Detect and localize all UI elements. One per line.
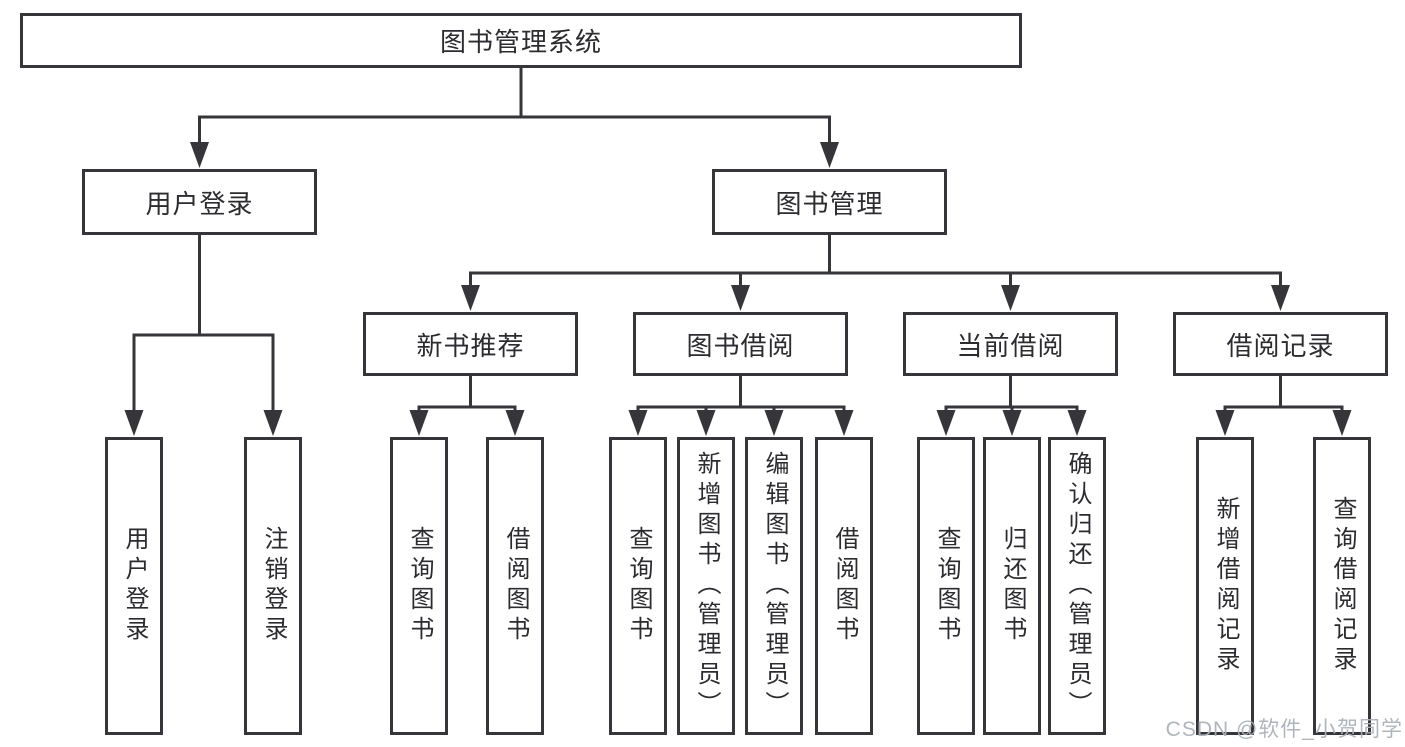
node-label-add-books-admin: 新增图书（管理员） [693, 451, 720, 721]
connector-arrowhead-new-book-recommend [461, 285, 480, 311]
connector-arrowhead-edit-books-admin [764, 410, 784, 436]
node-query-borrow-record: 查询借阅记录 [1313, 437, 1371, 735]
node-current-borrowing: 当前借阅 [903, 312, 1118, 376]
csdn-watermark: CSDN @软件_小贺同学 [1165, 718, 1403, 741]
node-return-books: 归还图书 [983, 437, 1041, 735]
node-label-logout-leaf: 注销登录 [260, 526, 287, 646]
node-label-user-login-leaf: 用户登录 [121, 526, 148, 646]
node-logout-leaf: 注销登录 [244, 437, 302, 735]
node-new-book-recommend: 新书推荐 [363, 312, 578, 376]
connector-arrowhead-query-books-borrowing [628, 410, 648, 436]
node-label-borrow-books-recommend: 借阅图书 [502, 526, 529, 646]
node-book-borrowing: 图书借阅 [633, 312, 848, 376]
node-label-query-books-current: 查询图书 [933, 526, 960, 646]
node-add-books-admin: 新增图书（管理员） [677, 437, 735, 735]
connector-arrowhead-book-borrowing [731, 285, 750, 311]
node-label-new-book-recommend: 新书推荐 [416, 330, 525, 361]
node-label-borrow-books-borrowing: 借阅图书 [831, 526, 858, 646]
node-label-borrowing-records: 借阅记录 [1226, 330, 1335, 361]
node-query-books-borrowing: 查询图书 [609, 437, 667, 735]
node-user-login: 用户登录 [82, 169, 317, 235]
node-label-return-books: 归还图书 [999, 526, 1026, 646]
node-label-add-borrow-record: 新增借阅记录 [1212, 496, 1239, 676]
node-label-query-borrow-record: 查询借阅记录 [1329, 496, 1356, 676]
node-label-book-borrowing: 图书借阅 [686, 330, 795, 361]
node-label-current-borrowing: 当前借阅 [956, 330, 1065, 361]
node-user-login-leaf: 用户登录 [105, 437, 163, 735]
node-query-books-recommend: 查询图书 [390, 437, 448, 735]
connector-arrowhead-logout-leaf [263, 410, 283, 436]
node-borrow-books-borrowing: 借阅图书 [815, 437, 873, 735]
connector-arrowhead-borrow-books-recommend [505, 410, 525, 436]
connector-arrowhead-query-books-recommend [409, 410, 429, 436]
connector-arrowhead-borrow-books-borrowing [834, 410, 854, 436]
node-edit-books-admin: 编辑图书（管理员） [745, 437, 803, 735]
node-label-book-management: 图书管理 [775, 188, 884, 219]
node-label-system-root: 图书管理系统 [439, 27, 602, 57]
node-label-query-books-recommend: 查询图书 [406, 526, 433, 646]
node-borrow-books-recommend: 借阅图书 [486, 437, 544, 735]
node-label-query-books-borrowing: 查询图书 [625, 526, 652, 646]
node-book-management: 图书管理 [712, 169, 947, 235]
connector-arrowhead-add-borrow-record [1215, 410, 1235, 436]
node-add-borrow-record: 新增借阅记录 [1196, 437, 1254, 735]
connector-arrowhead-user-login-leaf [124, 410, 144, 436]
node-system-root: 图书管理系统 [20, 13, 1022, 68]
node-label-user-login: 用户登录 [145, 188, 254, 219]
connector-arrowhead-book-management [820, 142, 839, 168]
connector-arrowhead-query-borrow-record [1332, 410, 1352, 436]
connector-arrowhead-return-books [1002, 410, 1022, 436]
node-label-edit-books-admin: 编辑图书（管理员） [761, 451, 788, 721]
connector-arrowhead-confirm-return-admin [1067, 410, 1087, 436]
connector-arrowhead-user-login [190, 142, 209, 168]
connector-arrowhead-borrowing-records [1271, 285, 1290, 311]
node-label-confirm-return-admin: 确认归还（管理员） [1064, 451, 1091, 721]
connector-arrowhead-add-books-admin [696, 410, 716, 436]
connector-arrowhead-current-borrowing [1001, 285, 1020, 311]
node-confirm-return-admin: 确认归还（管理员） [1048, 437, 1106, 735]
connector-arrowhead-query-books-current [936, 410, 956, 436]
node-borrowing-records: 借阅记录 [1173, 312, 1388, 376]
node-query-books-current: 查询图书 [917, 437, 975, 735]
